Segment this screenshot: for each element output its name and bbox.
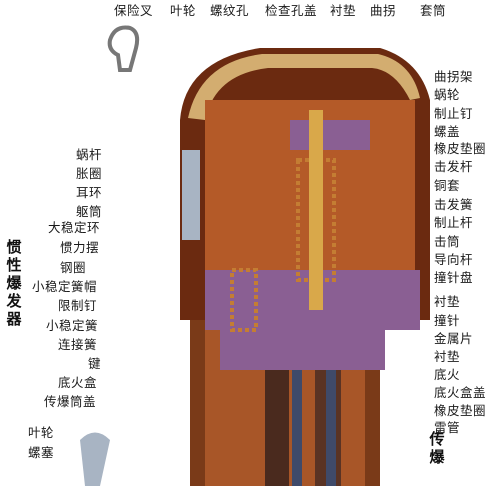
top-label: 叶轮	[170, 3, 197, 18]
purple-housing	[205, 270, 420, 370]
left-label: 躯筒	[76, 204, 103, 219]
right-label: 蜗轮	[434, 87, 461, 102]
firing-rod	[309, 110, 323, 310]
left-label: 耳环	[76, 185, 103, 200]
right-label: 击发簧	[434, 197, 474, 212]
top-label: 保险叉	[114, 3, 154, 18]
right-label: 撞针盘	[434, 270, 474, 285]
right-label: 击发杆	[434, 159, 474, 174]
top-label: 螺纹孔	[210, 3, 250, 18]
purple-upper-block	[290, 120, 370, 150]
right-label: 螺盖	[434, 124, 461, 139]
worm-screw	[182, 150, 200, 240]
left-label: 键	[88, 356, 102, 371]
left-label: 大稳定环	[48, 220, 101, 235]
right-label: 橡皮垫圈	[434, 141, 487, 156]
top-label: 曲拐	[370, 3, 397, 18]
right-label: 制止钉	[434, 106, 474, 121]
safety-fork-icon	[107, 25, 140, 72]
left-label: 限制钉	[58, 298, 98, 313]
right-label: 导向杆	[434, 252, 474, 267]
cap-top	[188, 54, 420, 120]
left-label: 惯力摆	[60, 240, 100, 255]
left-label: 小稳定簧	[46, 318, 99, 333]
left-label: 底火盒	[58, 375, 98, 390]
impeller-inset-icon	[80, 432, 110, 486]
bottom-title: 传爆	[429, 430, 445, 466]
side-title: 惯性爆发器	[6, 238, 22, 328]
right-label: 雷管	[434, 420, 461, 435]
detonator-rod-right	[326, 360, 336, 486]
left-label: 传爆筒盖	[44, 394, 97, 409]
inset-label: 螺塞	[28, 445, 55, 460]
top-label: 衬垫	[330, 3, 357, 18]
right-label: 撞针	[434, 313, 461, 328]
inset-label: 叶轮	[28, 425, 55, 440]
right-label: 衬垫	[434, 294, 461, 309]
top-label: 检查孔盖	[265, 3, 318, 18]
top-label: 套筒	[420, 3, 447, 18]
right-label: 底火盒盖	[434, 385, 487, 400]
right-label: 衬垫	[434, 349, 461, 364]
left-label: 连接簧	[58, 337, 98, 352]
left-label: 胀圈	[76, 166, 103, 181]
right-label: 击筒	[434, 234, 461, 249]
right-label: 金属片	[434, 331, 474, 346]
left-label: 钢圈	[60, 260, 87, 275]
left-label: 小稳定簧帽	[32, 279, 98, 294]
right-label: 制止杆	[434, 215, 474, 230]
right-label: 橡皮垫圈	[434, 403, 487, 418]
detonator-rod-left	[292, 360, 302, 486]
right-label: 曲拐架	[434, 69, 474, 84]
right-label: 底火	[434, 367, 461, 382]
booster-tube-left	[265, 370, 289, 486]
right-label: 铜套	[434, 178, 461, 193]
left-label: 蜗杆	[76, 147, 103, 162]
